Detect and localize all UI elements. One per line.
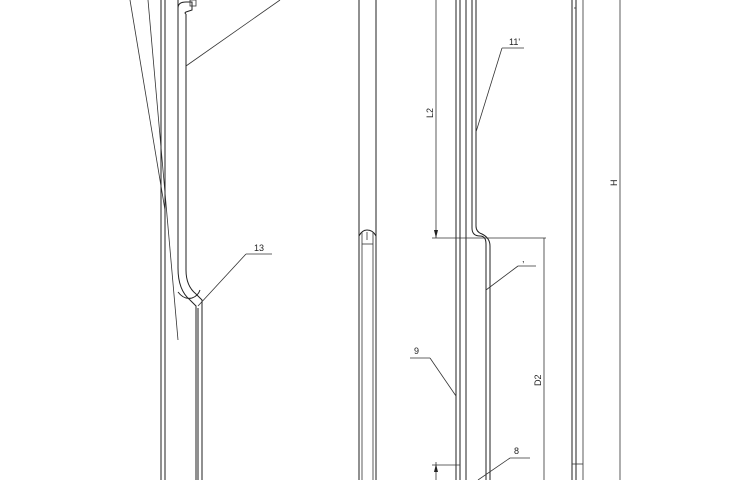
label-8: 8: [514, 446, 519, 456]
dim-l2-label: L2: [425, 108, 435, 118]
leader-top: [185, 0, 281, 67]
top-hook-tab: [189, 0, 197, 7]
label-mark: ,: [522, 254, 525, 264]
label-11: 11': [509, 37, 520, 47]
right-strip-step-outer: [471, 0, 487, 480]
strip-left-edge: [177, 0, 197, 480]
dim-l2-arrow: [434, 230, 438, 238]
far-right-part: H: [571, 0, 621, 480]
diagonal-line-outer: [129, 0, 166, 211]
right-strip-step-inner: [475, 0, 491, 480]
leader-9: [429, 357, 457, 397]
bend-curve: [177, 289, 201, 299]
middle-step: [358, 229, 377, 237]
dim-d2-label: D2: [533, 374, 543, 386]
leader-13: [197, 253, 247, 307]
leader-8: [477, 457, 511, 480]
strip-right-edge: [185, 14, 203, 480]
label-13: 13: [254, 243, 264, 253]
left-part: 13: [129, 0, 281, 480]
leader-mark: [485, 265, 519, 291]
leader-11: [475, 47, 503, 133]
diagonal-line-inner: [147, 0, 179, 341]
dim-h-label: H: [609, 180, 619, 187]
middle-part: [358, 0, 377, 480]
label-9: 9: [414, 346, 419, 356]
right-part: L2 D2 11' , 9 8: [410, 0, 546, 480]
dim-lower-arrow: [434, 464, 438, 472]
